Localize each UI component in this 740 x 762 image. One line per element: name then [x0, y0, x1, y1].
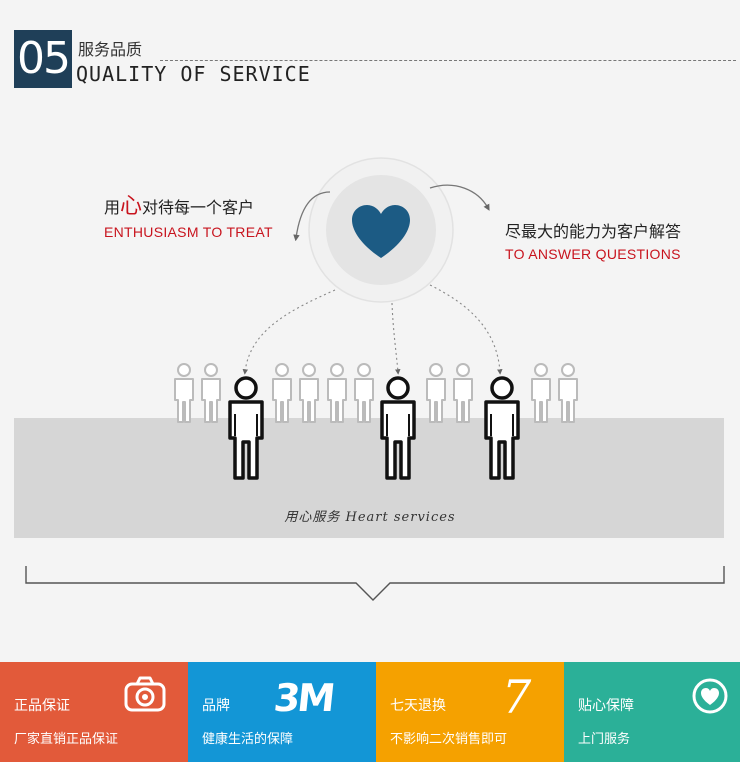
tile-brand[interactable]: 品牌 健康生活的保障 3M: [188, 662, 376, 762]
tile-subtitle: 健康生活的保障: [202, 732, 294, 747]
tile-title: 正品保证: [14, 698, 70, 714]
dotted-arrow-right: [429, 284, 503, 375]
service-footer: 正品保证 厂家直销正品保证 品牌 健康生活的保障 3M 七天退换 不影响二次销售…: [0, 662, 740, 762]
section-header: 05 服务品质 QUALITY OF SERVICE: [0, 0, 740, 100]
left-caption-en: ENTHUSIASM TO TREAT: [104, 224, 273, 240]
right-caption-en: TO ANSWER QUESTIONS: [505, 246, 681, 262]
seven-icon: 7: [502, 670, 532, 724]
tile-title: 七天退换: [390, 698, 446, 714]
person-small: [201, 363, 221, 423]
caption-suffix: 对待每一个客户: [142, 198, 255, 217]
tile-title: 贴心保障: [578, 698, 634, 714]
section-number: 05: [14, 30, 72, 88]
section-title-cn: 服务品质: [78, 40, 143, 59]
person-small: [174, 363, 194, 423]
right-caption-cn: 尽最大的能力为客户解答: [505, 222, 682, 241]
tile-subtitle: 不影响二次销售即可: [390, 732, 508, 747]
caption-highlight: 心: [120, 194, 143, 219]
section-title-en: QUALITY OF SERVICE: [76, 62, 311, 86]
right-caption: 尽最大的能力为客户解答 TO ANSWER QUESTIONS: [505, 218, 681, 262]
heart-badge-icon: [692, 678, 728, 714]
tile-genuine[interactable]: 正品保证 厂家直销正品保证: [0, 662, 188, 762]
dotted-arrow-center: [391, 302, 401, 375]
heart-icon: [352, 205, 410, 258]
service-diagram: [14, 157, 725, 601]
person-small: [354, 363, 374, 423]
person-small: [558, 363, 578, 423]
right-curve-arrow: [429, 184, 490, 211]
left-curve-arrow: [293, 191, 331, 242]
dotted-arrow-left: [242, 289, 336, 375]
left-caption-cn: 用心对待每一个客户: [104, 188, 273, 220]
person-small: [426, 363, 446, 423]
bracket-line: [25, 566, 725, 601]
header-divider: [160, 60, 736, 61]
left-caption: 用心对待每一个客户 ENTHUSIASM TO TREAT: [104, 188, 273, 240]
person-small: [299, 363, 319, 423]
tile-title: 品牌: [202, 698, 230, 714]
tile-subtitle: 厂家直销正品保证: [14, 732, 119, 747]
person-small: [531, 363, 551, 423]
tile-assurance[interactable]: 贴心保障 上门服务: [564, 662, 740, 762]
person-small: [327, 363, 347, 423]
caption-prefix: 用: [104, 198, 121, 217]
person-small: [453, 363, 473, 423]
camera-icon: [124, 676, 166, 712]
band-label: 用心服务 Heart services: [284, 510, 456, 525]
person-small: [272, 363, 292, 423]
ground-band: [14, 418, 724, 538]
tile-return[interactable]: 七天退换 不影响二次销售即可 7: [376, 662, 564, 762]
3m-logo: 3M: [271, 676, 335, 720]
tile-subtitle: 上门服务: [578, 732, 631, 747]
